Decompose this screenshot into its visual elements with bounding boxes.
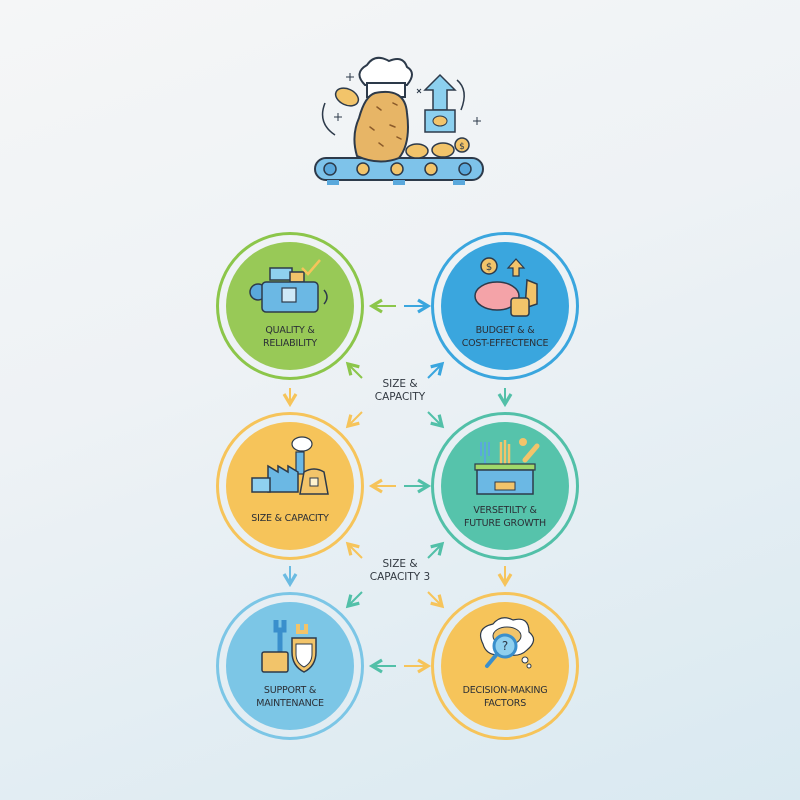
fries-machine-icon [455, 434, 555, 504]
node-label: DECISION-MAKING FACTORS [462, 685, 548, 709]
node-decision-factors[interactable]: ? DECISION-MAKING FACTORS [431, 592, 579, 740]
svg-text:?: ? [502, 639, 508, 653]
node-versatility-growth[interactable]: VERSETILTY & FUTURE GROWTH [431, 412, 579, 560]
node-ring [216, 232, 364, 380]
piggy-bank-icon: $ [455, 254, 555, 324]
node-label: VERSETILTY & FUTURE GROWTH [464, 505, 546, 529]
center-label-2: SIZE & CAPACITY 3 [369, 558, 431, 583]
node-size-capacity[interactable]: SIZE & CAPACITY [216, 412, 364, 560]
svg-text:$: $ [486, 262, 492, 273]
potato-chef-conveyor-icon: $ [305, 55, 495, 190]
svg-text:$: $ [459, 142, 465, 152]
wrench-toolbox-icon [240, 614, 340, 684]
node-budget-cost[interactable]: $ BUDGET & & COST-EFFECTENCE [431, 232, 579, 380]
node-label: QUALITY & RELIABILITY [262, 325, 318, 349]
node-label: SIZE & CAPACITY [251, 513, 329, 524]
node-support-maintenance[interactable]: SUPPORT & MAINTENANCE [216, 592, 364, 740]
node-label: BUDGET & & COST-EFFECTENCE [461, 325, 549, 349]
node-fill [226, 602, 354, 730]
node-ring [431, 232, 579, 380]
node-label: SUPPORT & MAINTENANCE [256, 685, 324, 709]
node-ring [431, 412, 579, 560]
node-ring [216, 592, 364, 740]
node-ring [216, 412, 364, 560]
factory-icon [240, 434, 340, 504]
node-quality-reliability[interactable]: QUALITY & RELIABILITY [216, 232, 364, 380]
node-ring [431, 592, 579, 740]
machine-check-icon [240, 254, 340, 324]
center-label-1: SIZE & CAPACITY [374, 378, 426, 403]
brain-magnifier-icon: ? [455, 614, 555, 684]
